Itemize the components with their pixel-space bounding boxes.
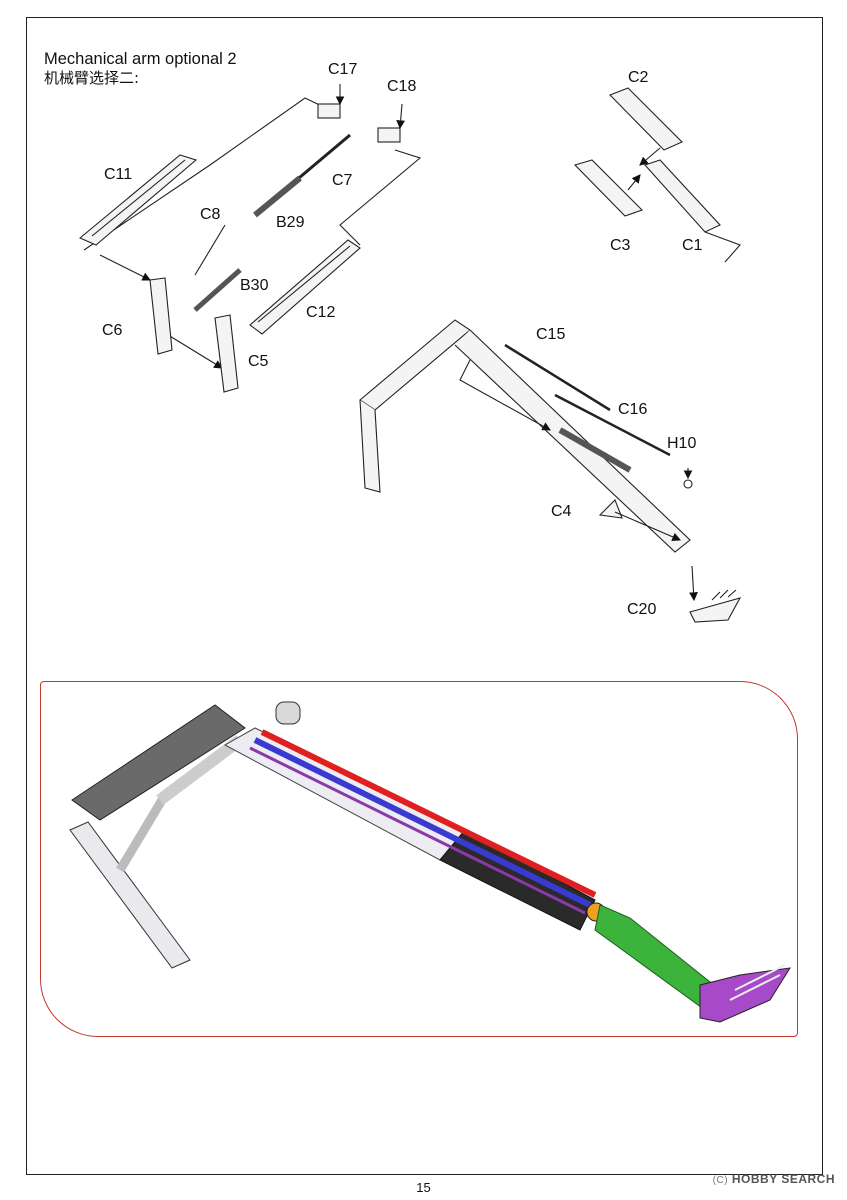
label-c2: C2 [628,69,649,86]
label-c5: C5 [248,353,269,370]
label-c18: C18 [387,78,417,95]
label-c1: C1 [682,237,703,254]
page-number: 15 [416,1180,431,1195]
diagram-upper-right [573,87,741,263]
assembled-arm-render [69,701,791,1023]
label-b30: B30 [240,277,269,294]
label-c11: C11 [104,166,133,183]
label-h10: H10 [667,435,697,452]
color-render-frame [40,681,798,1037]
watermark: (C) HOBBY SEARCH [713,1172,835,1186]
watermark-copyright: (C) [712,1175,729,1186]
label-c3: C3 [610,237,631,254]
label-c15: C15 [536,326,566,343]
diagram-center [359,319,742,623]
label-c8: C8 [200,206,221,223]
label-c6: C6 [102,322,123,339]
label-c17: C17 [328,61,358,78]
diagram-upper-left [78,84,422,393]
title-english: Mechanical arm optional 2 [44,50,237,68]
label-c4: C4 [551,503,572,520]
label-c20: C20 [627,601,657,618]
page-frame [26,17,823,1175]
label-b29: B29 [276,214,305,231]
label-c7: C7 [332,172,353,189]
label-c16: C16 [618,401,648,418]
section-title: Mechanical arm optional 2 机械臂选择二: [44,50,237,88]
label-c12: C12 [306,304,336,321]
watermark-text: HOBBY SEARCH [731,1172,835,1186]
title-chinese: 机械臂选择二: [44,69,140,87]
